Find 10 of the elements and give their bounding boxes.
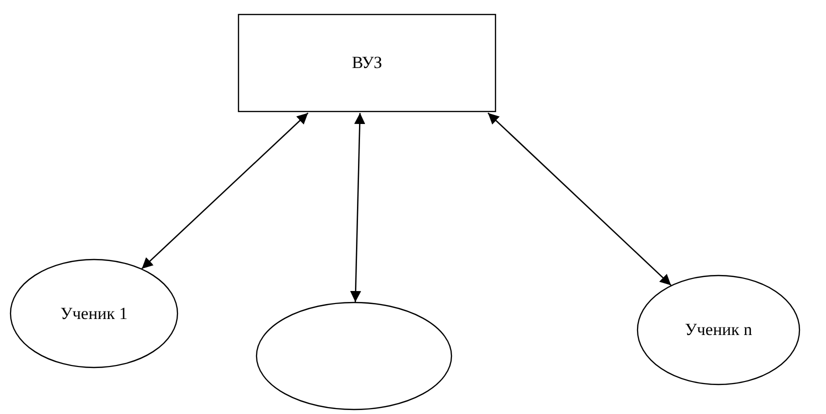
node-label: Ученик 1	[60, 304, 128, 324]
process-box	[238, 14, 496, 112]
double-arrow	[488, 112, 672, 286]
ellipse-node	[10, 259, 178, 368]
ellipse-node	[637, 275, 800, 385]
node-label: ВУЗ	[352, 53, 382, 73]
double-arrow	[141, 112, 308, 270]
ellipse-node	[256, 302, 452, 410]
double-arrow	[350, 112, 366, 302]
node-label: Ученик n	[684, 320, 752, 340]
